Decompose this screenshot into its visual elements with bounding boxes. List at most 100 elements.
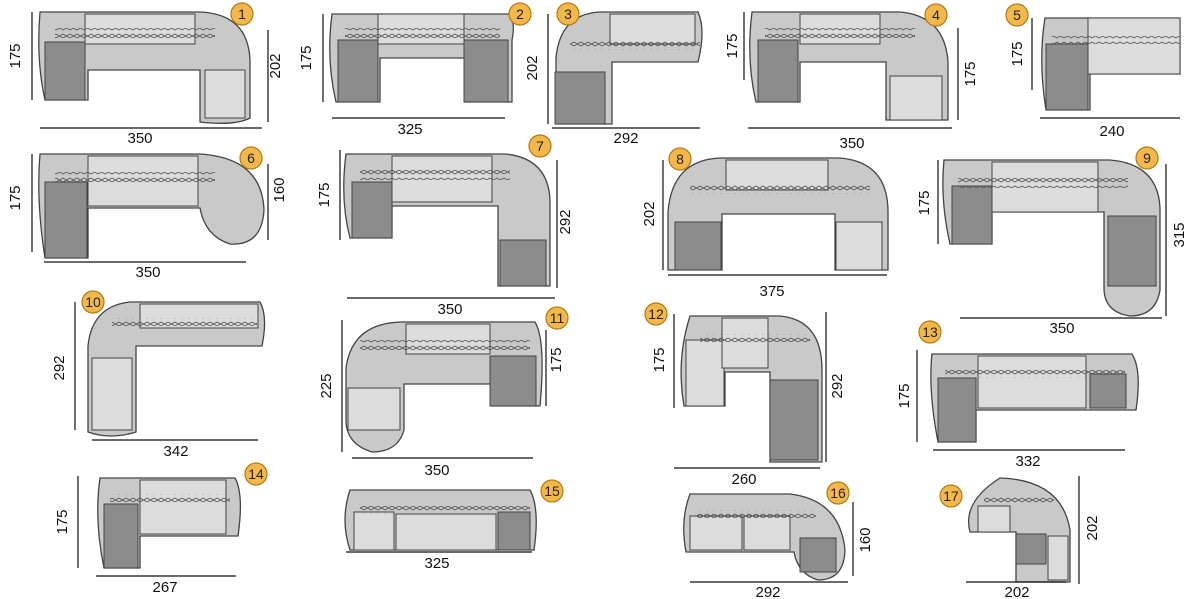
- depth-label: 202: [641, 201, 658, 226]
- depth-label: 175: [916, 190, 933, 215]
- depth-label: 292: [51, 355, 68, 380]
- configuration-15: 15 325: [344, 479, 564, 572]
- depth-label: 175: [316, 182, 333, 207]
- config-badge: [239, 146, 263, 170]
- sofa-shape: [554, 11, 703, 125]
- width-label: 350: [437, 301, 462, 318]
- width-label: 375: [759, 283, 784, 300]
- sofa-shape: [680, 315, 823, 463]
- config-number: 14: [248, 466, 264, 482]
- config-badge: [644, 302, 668, 326]
- config-badge: [545, 306, 569, 330]
- side-depth-label: 175: [548, 347, 565, 372]
- config-badge: [540, 479, 564, 503]
- side-depth-label: 202: [1084, 515, 1101, 540]
- config-number: 8: [676, 151, 684, 167]
- width-label: 292: [613, 130, 638, 147]
- width-label: 342: [163, 443, 188, 460]
- width-label: 260: [731, 471, 756, 488]
- configuration-7: 7 175 292 350: [316, 134, 574, 318]
- config-badge: [668, 147, 692, 171]
- config-number: 6: [247, 150, 255, 166]
- width-label: 350: [127, 130, 152, 147]
- sofa-shape: [343, 153, 551, 287]
- depth-label: 175: [896, 383, 913, 408]
- configuration-6: 6 175 160 350: [7, 146, 288, 281]
- sofa-shape: [968, 477, 1071, 583]
- side-depth-label: 202: [267, 53, 284, 78]
- sofa-shape: [38, 153, 265, 259]
- depth-label: 175: [1009, 41, 1026, 66]
- config-number: 1: [238, 6, 246, 22]
- depth-label: 175: [7, 185, 24, 210]
- depth-label: 225: [318, 373, 335, 398]
- config-number: 9: [1143, 150, 1151, 166]
- configuration-4: 4 175 175 350: [724, 3, 979, 152]
- configuration-2: 2 175 325: [298, 2, 532, 138]
- sofa-shape: [942, 159, 1161, 317]
- configuration-10: 10 292 342: [51, 290, 266, 460]
- width-label: 267: [152, 579, 177, 596]
- config-badge: [1005, 3, 1029, 27]
- config-badge: [1135, 146, 1159, 170]
- config-number: 4: [932, 7, 940, 23]
- config-number: 13: [922, 324, 938, 340]
- width-label: 202: [1004, 584, 1029, 599]
- side-depth-label: 292: [557, 209, 574, 234]
- sofa-shape: [683, 493, 846, 581]
- config-number: 11: [550, 310, 565, 326]
- config-number: 3: [564, 6, 572, 22]
- configuration-1: 1 175 202 350: [7, 2, 284, 147]
- config-badge: [230, 2, 254, 26]
- configuration-16: 16 160 292: [683, 481, 874, 599]
- width-label: 350: [839, 135, 864, 152]
- width-label: 292: [755, 584, 780, 599]
- config-number: 2: [516, 6, 524, 22]
- configuration-13: 13 175 332: [896, 320, 1139, 470]
- config-badge: [528, 134, 552, 158]
- configuration-5: 5 175 240: [1005, 3, 1181, 140]
- config-badge: [556, 2, 580, 26]
- config-badge: [826, 481, 850, 505]
- sofa-shape: [87, 301, 266, 437]
- width-label: 240: [1099, 123, 1124, 140]
- width-label: 350: [1049, 320, 1074, 337]
- configuration-9: 9 175 315 350: [916, 146, 1188, 337]
- config-badge: [508, 2, 532, 26]
- config-badge: [244, 462, 268, 486]
- config-number: 12: [648, 306, 664, 322]
- sofa-shape: [1041, 17, 1181, 111]
- width-label: 350: [135, 264, 160, 281]
- config-badge: [939, 484, 963, 508]
- config-number: 10: [85, 294, 101, 310]
- width-label: 350: [424, 462, 449, 479]
- depth-label: 175: [298, 45, 315, 70]
- sofa-shape: [749, 11, 949, 121]
- configuration-17: 17 202 202: [939, 476, 1101, 599]
- config-badge: [918, 320, 942, 344]
- sofa-shape: [345, 321, 543, 453]
- configuration-11: 11 225 175 350: [318, 306, 569, 479]
- config-number: 16: [830, 485, 846, 501]
- side-depth-label: 315: [1171, 222, 1188, 247]
- config-badge: [81, 290, 105, 314]
- sofa-shape: [97, 477, 242, 569]
- config-number: 5: [1013, 7, 1021, 23]
- sofa-shape: [329, 13, 514, 103]
- config-number: 17: [943, 488, 959, 504]
- sofa-shape: [38, 11, 251, 124]
- depth-label: 175: [651, 347, 668, 372]
- configuration-3: 3 202 292: [524, 2, 703, 147]
- config-number: 15: [544, 483, 560, 499]
- width-label: 325: [397, 121, 422, 138]
- config-badge: [924, 3, 948, 27]
- configuration-8: 8 202 375: [641, 147, 889, 300]
- configuration-14: 14 175 267: [54, 462, 268, 596]
- side-depth-label: 292: [829, 373, 846, 398]
- configuration-12: 12 175 292 260: [644, 302, 846, 488]
- depth-label: 175: [724, 33, 741, 58]
- depth-label: 202: [524, 55, 541, 80]
- depth-label: 175: [7, 43, 24, 68]
- sofa-shape: [930, 353, 1139, 443]
